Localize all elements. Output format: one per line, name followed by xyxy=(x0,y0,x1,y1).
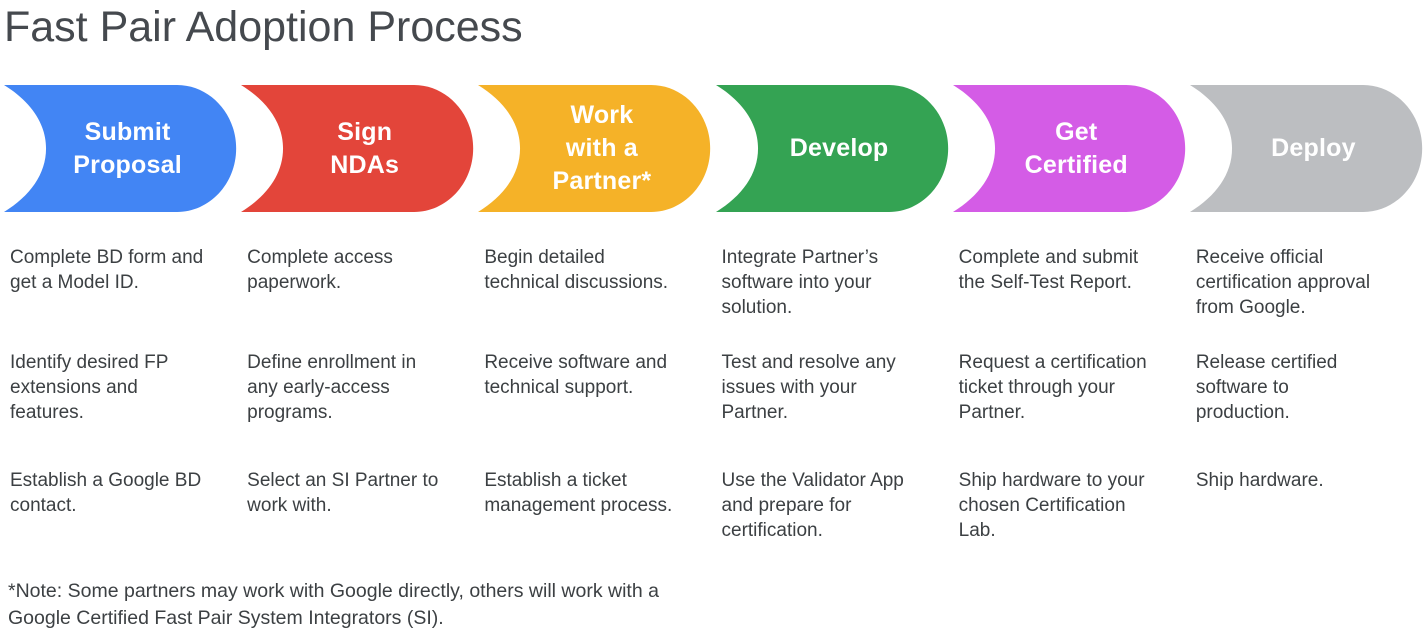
step-text: Establish a ticket management process. xyxy=(484,470,673,516)
step-text: Receive software and technical support. xyxy=(484,352,668,398)
process-flow: Submit Proposal Complete BD form and get… xyxy=(0,85,1423,543)
step-text: Complete access paperwork. xyxy=(247,247,393,293)
step-text: Complete and submit the Self-Test Report… xyxy=(958,247,1139,293)
footnote: *Note: Some partners may work with Googl… xyxy=(8,580,659,629)
step-list: Integrate Partner’s software into your s… xyxy=(712,245,949,543)
step-list: Complete and submit the Self-Test Report… xyxy=(949,245,1186,543)
step-text: Select an SI Partner to work with. xyxy=(247,470,439,516)
stage-column-develop: Develop Integrate Partner’s software int… xyxy=(712,85,949,543)
stage-shape: Work with a Partner* xyxy=(474,85,711,212)
stage-shape: Develop xyxy=(712,85,949,212)
stage-arrow-icon xyxy=(952,85,1185,212)
stage-arrow-icon xyxy=(4,85,237,212)
stage-label: Develop xyxy=(789,134,889,162)
stage-arrow-fill xyxy=(715,85,948,212)
stage-arrow-fill xyxy=(478,85,711,212)
stage-shape: Get Certified xyxy=(949,85,1186,212)
stage-arrow-icon xyxy=(241,85,474,212)
stage-arrow-icon xyxy=(478,85,711,212)
stage-label: Get Certified xyxy=(1024,117,1128,179)
stage-shape: Deploy xyxy=(1186,85,1423,212)
stage-arrow-fill xyxy=(952,85,1185,212)
step-list: Complete BD form and get a Model ID. Ide… xyxy=(0,245,237,518)
step-list: Complete access paperwork. Define enroll… xyxy=(237,245,474,518)
step-text: Integrate Partner’s software into your s… xyxy=(721,247,879,318)
step-text: Complete BD form and get a Model ID. xyxy=(10,247,204,293)
step-text: Define enrollment in any early-access pr… xyxy=(247,352,417,423)
stage-arrow-fill xyxy=(241,85,474,212)
stage-arrow-fill xyxy=(4,85,237,212)
stage-column-deploy: Deploy Receive official certification ap… xyxy=(1186,85,1423,543)
stage-label: Work with a Partner* xyxy=(552,101,652,195)
step-text: Establish a Google BD contact. xyxy=(10,470,202,516)
step-text: Ship hardware to your chosen Certificati… xyxy=(958,470,1145,541)
stage-label: Sign NDAs xyxy=(330,117,400,179)
stage-column-sign-ndas: Sign NDAs Complete access paperwork. Def… xyxy=(237,85,474,543)
step-text: Begin detailed technical discussions. xyxy=(484,247,669,293)
stage-shape: Sign NDAs xyxy=(237,85,474,212)
stage-arrow-icon xyxy=(1189,85,1422,212)
step-text: Release certified software to production… xyxy=(1195,352,1338,423)
step-list: Begin detailed technical discussions. Re… xyxy=(474,245,711,518)
stage-column-get-certified: Get Certified Complete and submit the Se… xyxy=(949,85,1186,543)
stage-arrow-fill xyxy=(1189,85,1422,212)
step-text: Identify desired FP extensions and featu… xyxy=(10,352,169,423)
stage-label: Submit Proposal xyxy=(73,117,182,179)
step-list: Receive official certification approval … xyxy=(1186,245,1423,493)
step-text: Test and resolve any issues with your Pa… xyxy=(721,352,896,423)
step-text: Use the Validator App and prepare for ce… xyxy=(721,470,904,541)
step-text: Receive official certification approval … xyxy=(1195,247,1371,318)
diagram-title: Fast Pair Adoption Process xyxy=(4,3,523,51)
step-text: Ship hardware. xyxy=(1195,470,1324,491)
stage-label: Deploy xyxy=(1271,134,1356,162)
stage-column-work-with-partner: Work with a Partner* Begin detailed tech… xyxy=(474,85,711,543)
stage-column-submit-proposal: Submit Proposal Complete BD form and get… xyxy=(0,85,237,543)
stage-shape: Submit Proposal xyxy=(0,85,237,212)
stage-arrow-icon xyxy=(715,85,948,212)
step-text: Request a certification ticket through y… xyxy=(958,352,1147,423)
